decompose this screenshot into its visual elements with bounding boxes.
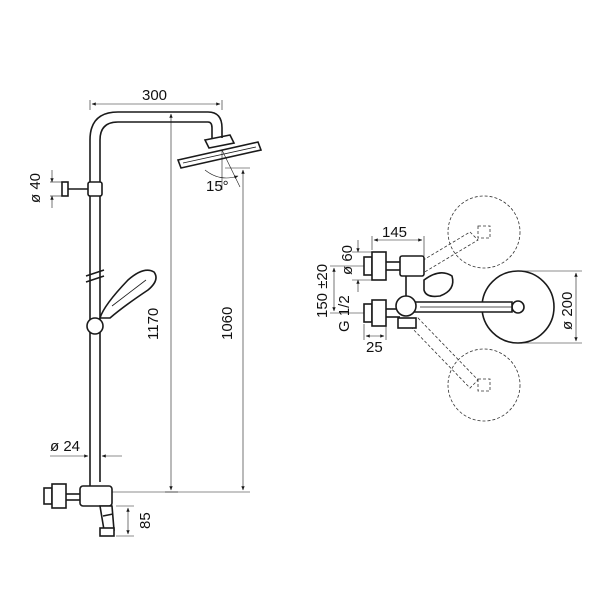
tilt-angle-arc <box>204 169 239 179</box>
mixer-depth-label: 145 <box>382 224 407 241</box>
head-position-lower <box>447 348 521 422</box>
top-view: 145 ø 60 150 ±20 G 1/2 25 ø 200 <box>314 195 582 422</box>
tube-diameter-label: ø 24 <box>50 438 80 455</box>
center-distance-label: 150 ±20 <box>314 264 331 318</box>
wall-holder <box>50 170 103 208</box>
mixer-diameter-label: ø 60 <box>339 245 356 275</box>
bottom-mixer <box>43 483 115 537</box>
overhead-shower-head <box>176 134 263 169</box>
holder-diameter-label: ø 40 <box>27 173 44 203</box>
arm-width-label: 300 <box>142 87 167 104</box>
head-height-label: 1060 <box>219 307 236 340</box>
head-tilt-label: 15° <box>206 178 229 195</box>
hand-shower <box>85 269 157 335</box>
front-view: 15° 300 ø 40 1170 <box>27 87 263 537</box>
riser-tube-inner <box>99 121 213 482</box>
head-diameter-label: ø 200 <box>559 292 576 330</box>
wall-offset-label: 25 <box>366 339 383 356</box>
head-position-upper <box>447 195 521 269</box>
riser-tube <box>89 111 223 492</box>
mixer-height-label: 85 <box>137 512 154 529</box>
total-height-label: 1170 <box>145 308 162 340</box>
connection-thread-label: G 1/2 <box>336 295 353 332</box>
